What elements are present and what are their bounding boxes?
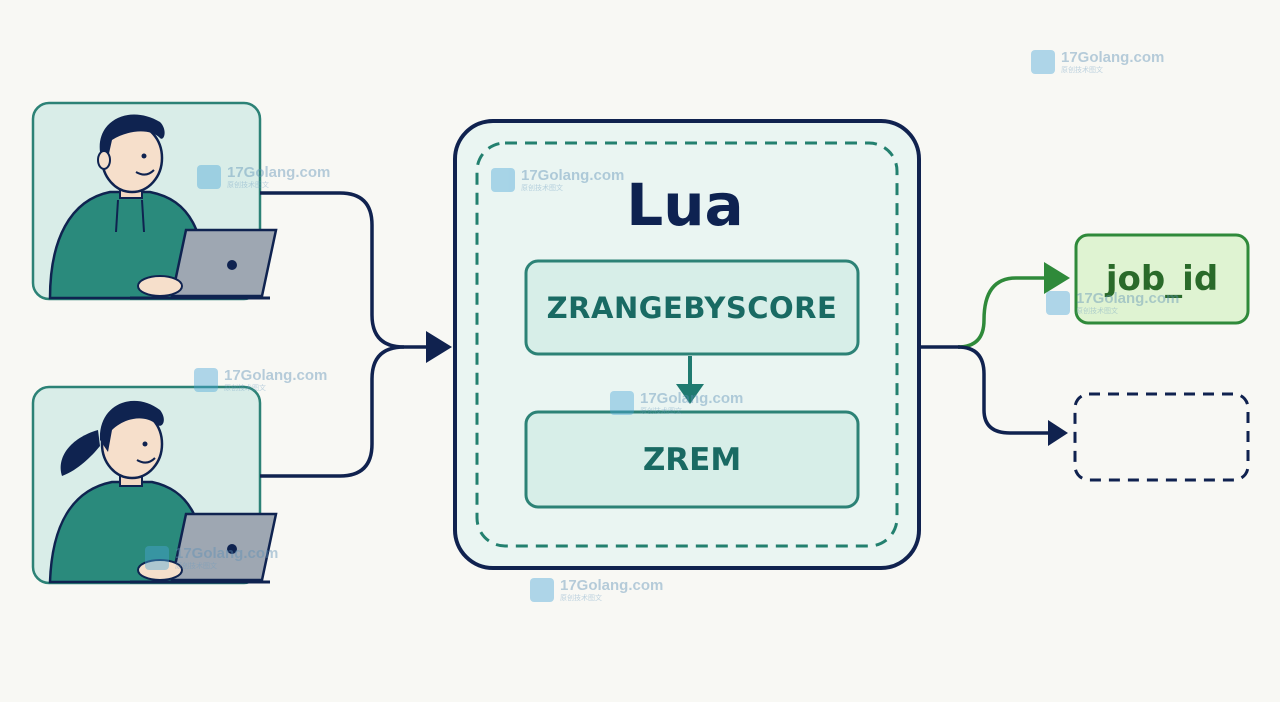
command-box-zrangebyscore	[524, 259, 860, 356]
arrowhead-commands	[676, 384, 704, 404]
connector-output-success	[957, 276, 1046, 349]
user-female-laptop-icon	[48, 400, 278, 584]
user-male-laptop-icon	[48, 114, 278, 300]
lua-inner-dashed-box	[475, 141, 899, 548]
connector-client-bottom	[260, 345, 405, 478]
result-label-job-id: job_id	[1105, 259, 1219, 299]
connector-output-empty	[957, 345, 1052, 435]
command-label-zrem: ZREM	[642, 442, 742, 478]
lua-title: Lua	[626, 171, 744, 239]
result-box-job-id	[1074, 233, 1250, 325]
arrowhead-empty	[1048, 420, 1068, 446]
connector-client-top	[260, 191, 432, 349]
arrowhead-success	[1044, 262, 1070, 294]
arrowhead-into-lua	[426, 331, 452, 363]
command-box-zrem	[524, 410, 860, 509]
result-box-empty	[1073, 392, 1250, 482]
command-label-zrangebyscore: ZRANGEBYSCORE	[546, 291, 838, 325]
